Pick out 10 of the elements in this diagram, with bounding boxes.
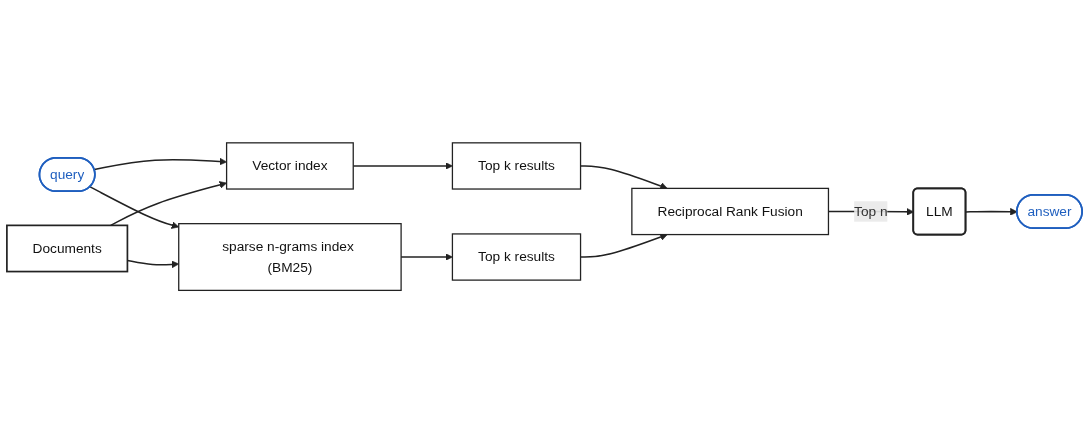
arrow: [93, 157, 227, 171]
node-box: Vector index: [225, 142, 354, 190]
arrow: [965, 207, 1018, 216]
node-box: Top k results: [451, 233, 582, 281]
node-box: Top k results: [451, 142, 582, 190]
node-box: sparse n-grams index (BM25): [178, 222, 402, 291]
edge-label: Top n: [854, 203, 888, 219]
arrow: [109, 181, 227, 227]
node-box: Reciprocal Rank Fusion: [631, 187, 830, 236]
node-box: Documents: [6, 224, 129, 273]
